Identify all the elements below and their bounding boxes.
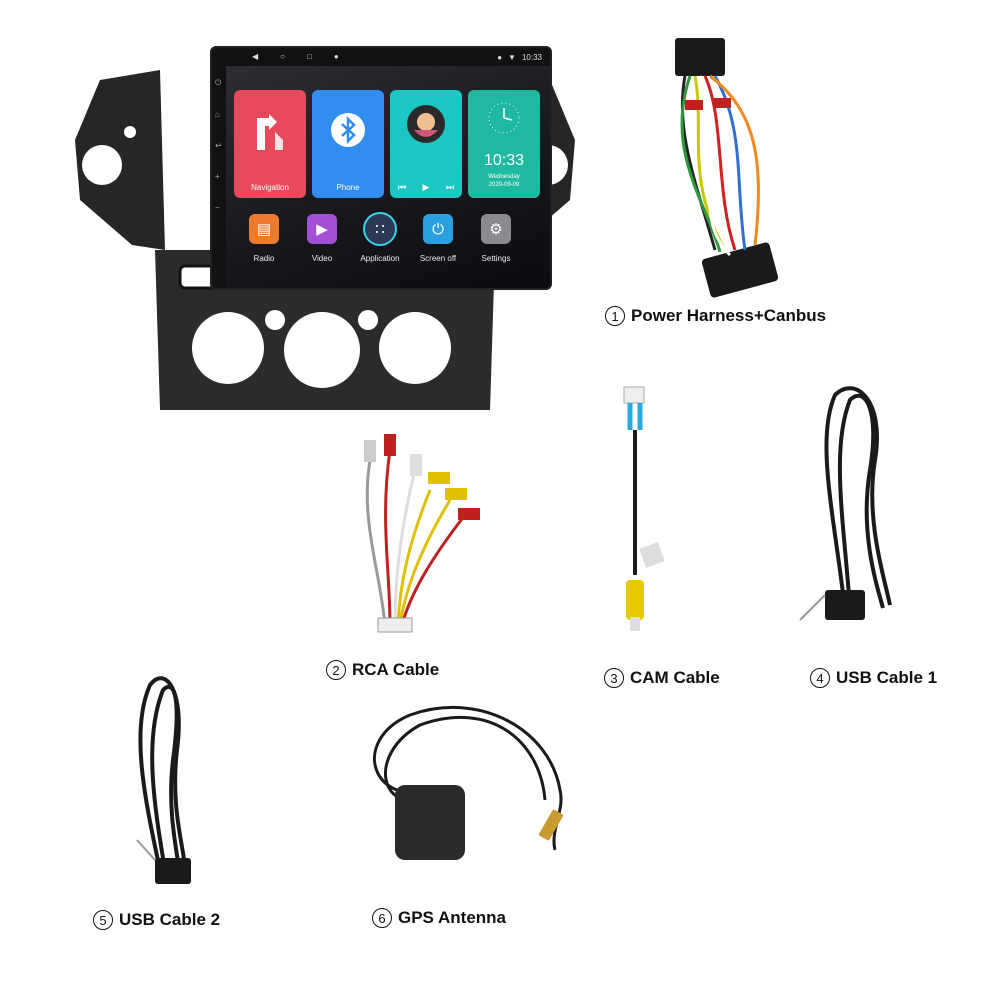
dock-label: Application [360, 254, 400, 263]
item-text: USB Cable 2 [119, 910, 221, 929]
usb-cable-2-image [136, 676, 191, 884]
item-2-label: 2 RCA Cable [326, 660, 439, 680]
item-number: 2 [326, 660, 346, 680]
item-text: GPS Antenna [398, 908, 506, 927]
prev-icon[interactable]: ⏮ [398, 182, 407, 192]
dock-label: Screen off [419, 254, 457, 263]
vol-down-icon[interactable]: − [215, 203, 220, 212]
recents-icon[interactable]: □ [307, 52, 312, 61]
cam-cable-image [623, 386, 665, 631]
item-text: RCA Cable [352, 660, 440, 679]
dock-label: Settings [481, 254, 511, 263]
item-text: USB Cable 1 [836, 668, 938, 687]
item-number: 3 [604, 668, 624, 688]
item-number: 5 [93, 910, 113, 930]
back-icon[interactable]: ◀ [252, 52, 259, 61]
dock-video[interactable]: ▶ Video [294, 214, 350, 263]
tile-label: Navigation [251, 183, 289, 192]
dock-screen-off[interactable]: ⏻ Screen off [410, 214, 466, 263]
home-key-icon[interactable]: ⌂ [215, 110, 220, 119]
music-controls: ⏮ ▶ ⏭ [398, 182, 454, 193]
tile-label: Phone [336, 183, 360, 192]
clock-day: Wednesday [488, 174, 520, 180]
clock-icon [488, 102, 520, 134]
item-number: 4 [810, 668, 830, 688]
power-harness-image [675, 38, 779, 298]
vol-up-icon[interactable]: + [215, 172, 220, 181]
bluetooth-icon [331, 113, 365, 147]
tile-music[interactable]: ⏮ ▶ ⏭ [390, 90, 462, 198]
head-unit-frame: ● ▼ 10:33 ◀ ○ □ ● ⏻ ⌂ ↩ + − Navigation [60, 40, 590, 420]
power-key-icon[interactable]: ⏻ [215, 78, 222, 87]
dock-application[interactable]: ∷ Application [352, 214, 408, 263]
item-text: CAM Cable [630, 668, 720, 687]
rca-cable-image [364, 434, 480, 633]
gear-icon: ⚙ [481, 214, 511, 244]
navigation-arrow-icon [257, 114, 283, 150]
play-icon[interactable]: ▶ [422, 182, 430, 192]
wifi-icon: ▼ [508, 52, 516, 62]
side-keys: ⏻ ⌂ ↩ + − [215, 78, 222, 212]
dock-settings[interactable]: ⚙ Settings [468, 214, 524, 263]
dot-icon: ● [333, 52, 339, 61]
item-text: Power Harness+Canbus [631, 306, 827, 325]
gps-antenna-image [372, 705, 563, 860]
power-icon: ⏻ [423, 214, 453, 244]
clock-date: 2020-09-09 [488, 182, 520, 188]
dock-label: Video [311, 254, 333, 263]
item-4-label: 4 USB Cable 1 [810, 668, 937, 688]
next-icon[interactable]: ⏭ [445, 182, 454, 192]
music-player-icon [407, 105, 445, 143]
tile-phone[interactable]: Phone [312, 90, 384, 198]
item-3-label: 3 CAM Cable [604, 668, 720, 688]
home-icon[interactable]: ○ [280, 52, 285, 61]
item-number: 1 [605, 306, 625, 326]
dock-label: Radio [253, 254, 275, 263]
status-bar: ● ▼ 10:33 [212, 48, 550, 66]
clock-time: 10:33 [483, 152, 525, 169]
nav-buttons: ◀ ○ □ ● [252, 52, 339, 61]
item-number: 6 [372, 908, 392, 928]
apps-grid-icon: ∷ [365, 214, 395, 244]
item-6-label: 6 GPS Antenna [372, 908, 506, 928]
tile-clock[interactable]: 10:33 Wednesday 2020-09-09 [468, 90, 540, 198]
tile-navigation[interactable]: Navigation [234, 90, 306, 198]
usb-cable-1-image [799, 386, 892, 621]
head-unit-screen[interactable]: ● ▼ 10:33 ◀ ○ □ ● ⏻ ⌂ ↩ + − Navigation [212, 48, 550, 288]
video-icon: ▶ [307, 214, 337, 244]
radio-icon: ▤ [249, 214, 279, 244]
item-5-label: 5 USB Cable 2 [93, 910, 220, 930]
status-time: 10:33 [521, 52, 542, 62]
dock-radio[interactable]: ▤ Radio [236, 214, 292, 263]
wallpaper: Navigation Phone ⏮ ▶ ⏭ [226, 66, 550, 288]
location-icon: ● [497, 52, 503, 62]
item-1-label: 1 Power Harness+Canbus [605, 306, 826, 326]
back-key-icon[interactable]: ↩ [215, 141, 222, 150]
